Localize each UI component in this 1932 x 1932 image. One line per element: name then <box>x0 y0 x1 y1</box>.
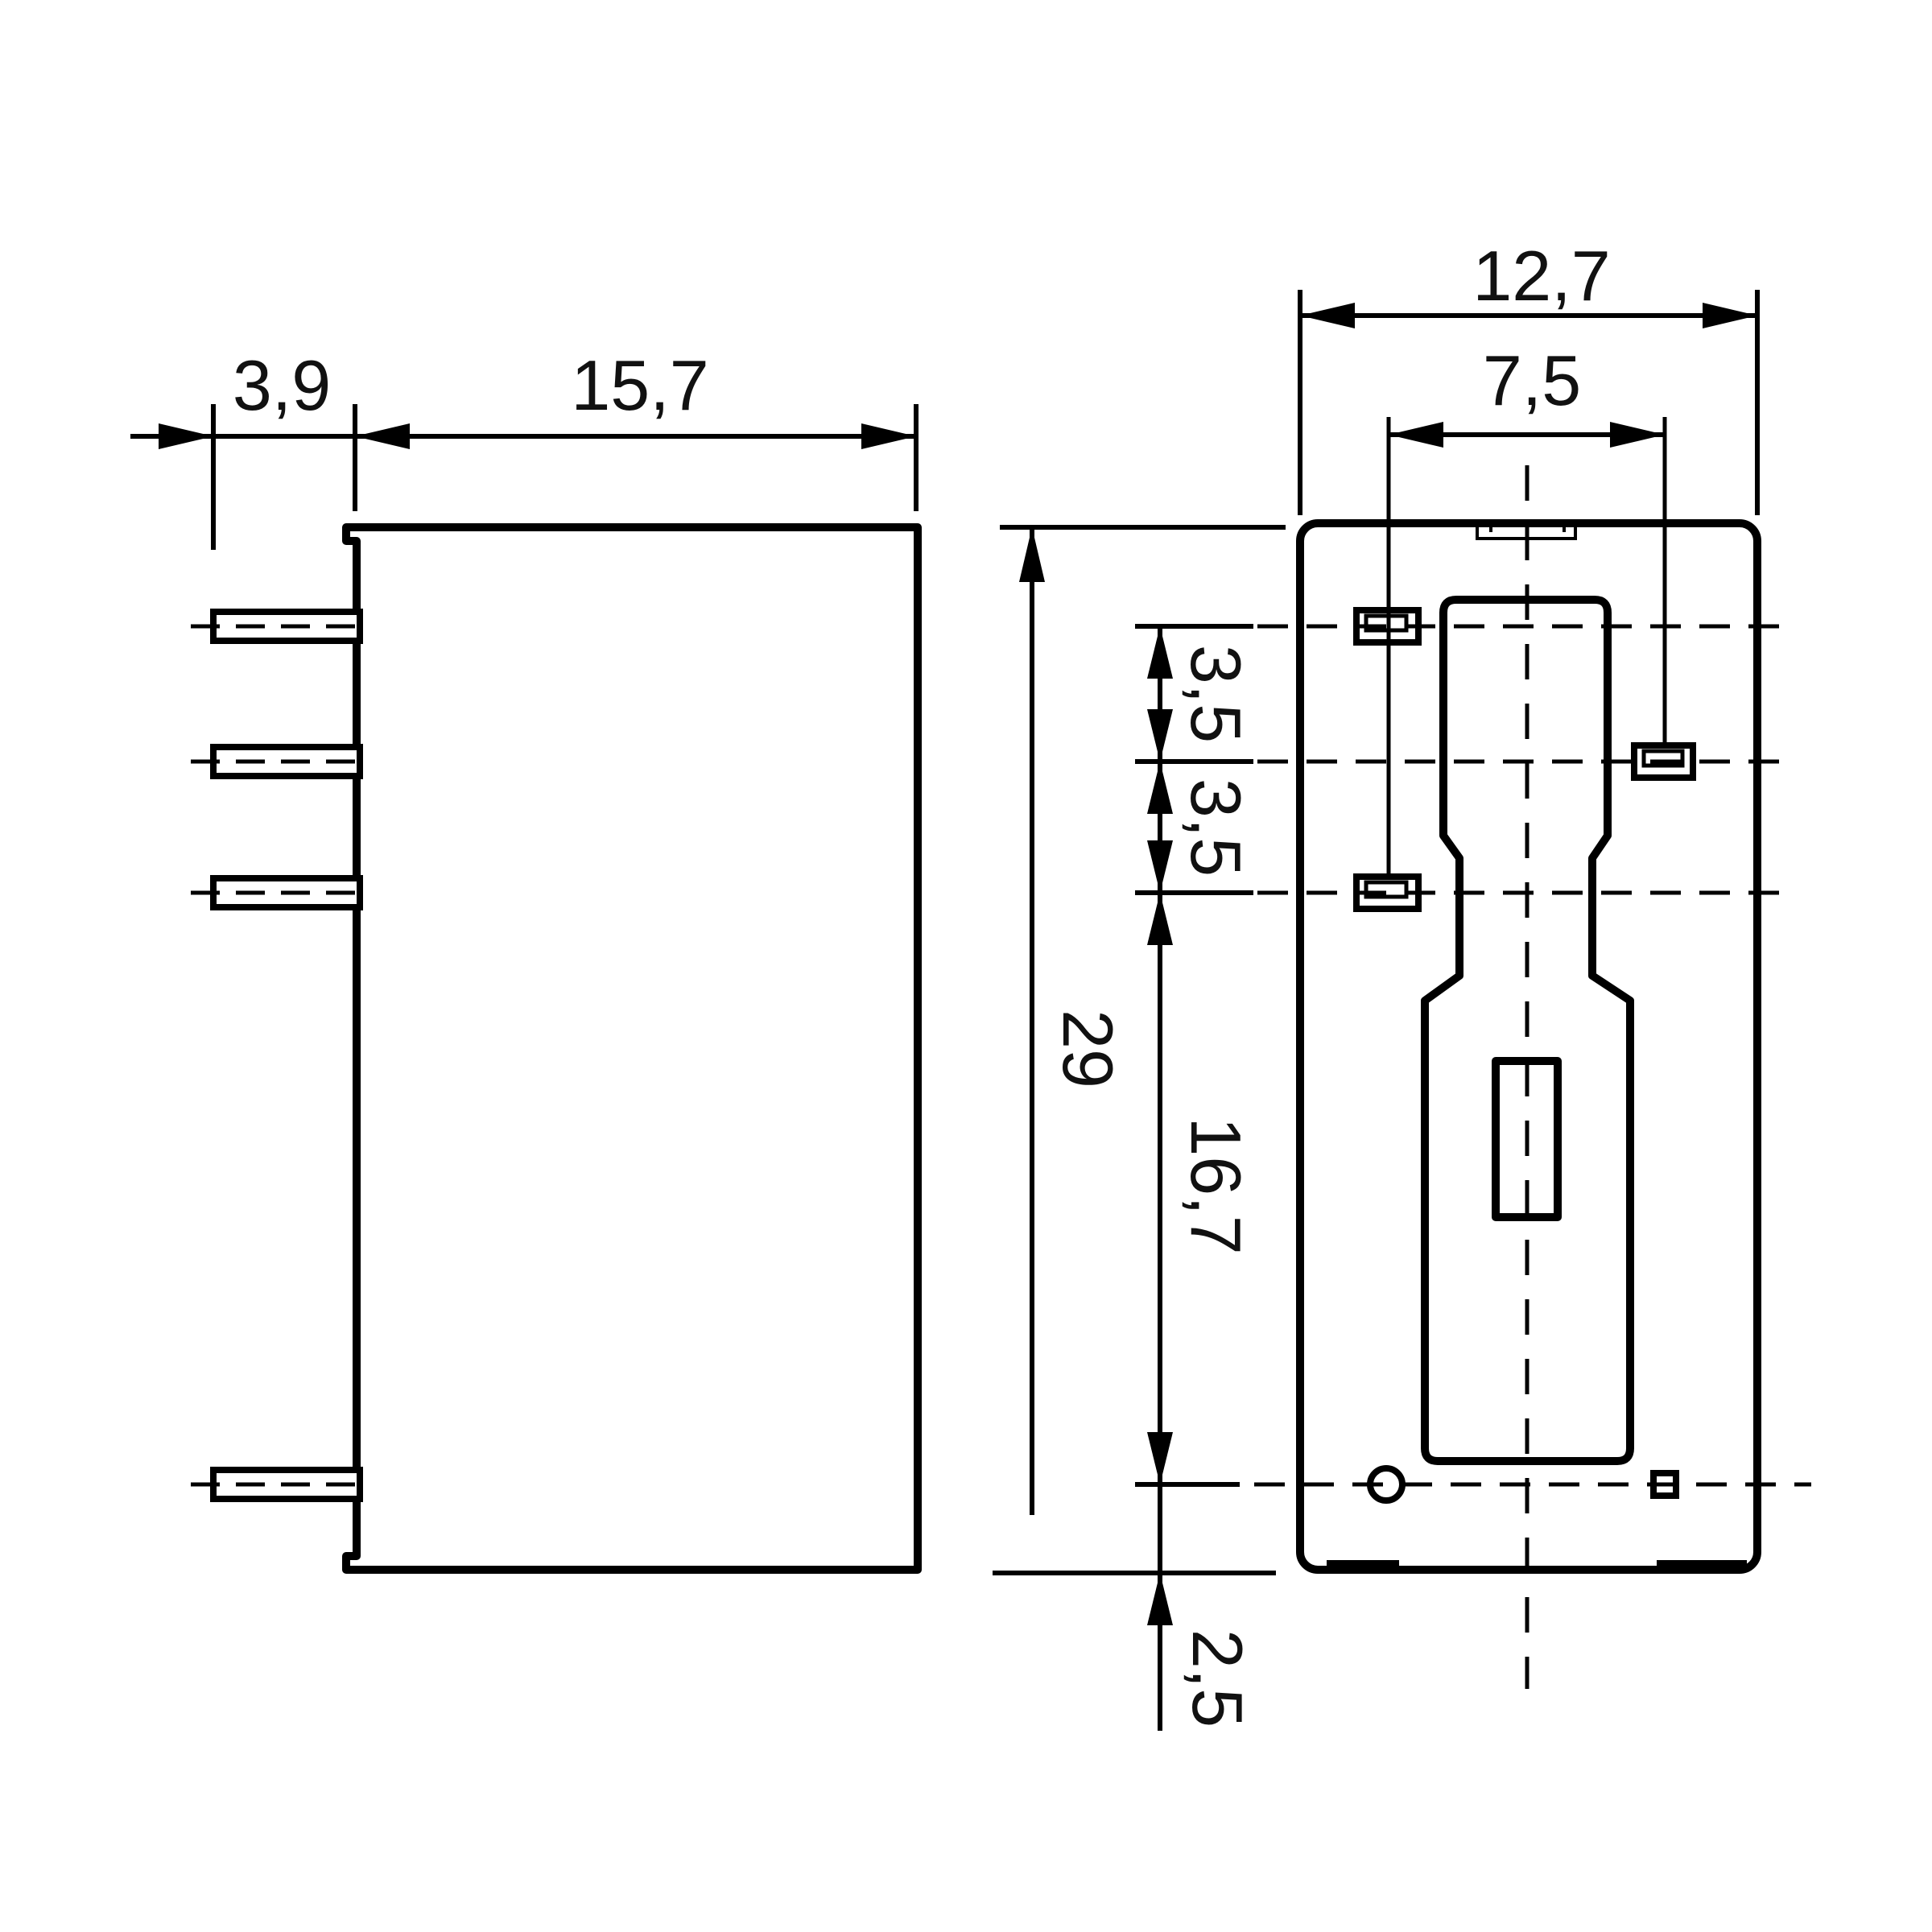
arrow-down-icon <box>1147 709 1173 762</box>
arrow-left-icon <box>1300 303 1355 328</box>
dim-label-body-width-bottom: 12,7 <box>1472 236 1610 316</box>
dim-pin-length: 3,9 <box>130 345 916 550</box>
dim-label-row3-to-bottom-row: 16,7 <box>1176 1117 1256 1254</box>
dim-label-bottom-row-to-edge: 2,5 <box>1178 1629 1257 1728</box>
dim-body-width-bottom: 12,7 <box>1298 236 1760 515</box>
dim-label-row-spacing-a: 3,5 <box>1176 645 1256 743</box>
side-view-pin-3 <box>191 875 363 910</box>
dim-body-height: 29 <box>1000 525 1286 1515</box>
side-view-pin-2 <box>191 744 363 779</box>
arrow-up-icon <box>1147 626 1173 679</box>
arrow-up-icon <box>1147 893 1173 945</box>
arrow-down-icon <box>1147 840 1173 893</box>
side-view: 3,9 15,7 <box>130 345 922 1574</box>
side-view-pin-4 <box>191 1467 363 1502</box>
arrow-right-icon <box>159 423 213 449</box>
dim-row-column: 3,5 3,5 16,7 2,5 <box>993 626 1276 1731</box>
arrow-down-icon <box>1147 1432 1173 1484</box>
dim-label-pin-length: 3,9 <box>233 345 331 425</box>
arrow-right-icon <box>861 423 916 449</box>
dim-label-pin-column-spacing: 7,5 <box>1483 341 1581 420</box>
side-view-body-outline <box>342 523 922 1574</box>
standoff-foot-right <box>1657 1560 1747 1571</box>
dim-body-width-side: 15,7 <box>571 345 919 511</box>
standoff-foot-left <box>1327 1560 1399 1571</box>
bottom-view: 12,7 7,5 29 3,5 3,5 <box>993 236 1811 1731</box>
side-view-pin-1 <box>191 609 363 644</box>
arrow-right-icon <box>1703 303 1757 328</box>
dim-label-row-spacing-b: 3,5 <box>1176 778 1256 877</box>
dim-label-body-width-side: 15,7 <box>571 345 708 425</box>
arrow-left-icon <box>355 423 410 449</box>
arrow-right-icon <box>1610 422 1665 448</box>
arrow-up-icon <box>1147 1573 1173 1625</box>
dim-label-body-height: 29 <box>1048 1009 1128 1088</box>
arrow-up-icon <box>1019 527 1045 582</box>
arrow-up-icon <box>1147 762 1173 814</box>
dim-pin-column-spacing: 7,5 <box>1389 341 1665 448</box>
arrow-left-icon <box>1389 422 1443 448</box>
